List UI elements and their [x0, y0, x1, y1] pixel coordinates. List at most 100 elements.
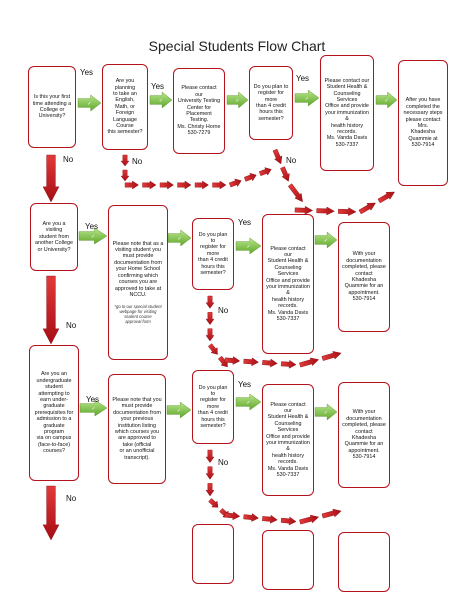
bottom-box-partial-1 [192, 524, 234, 584]
yes-arrow-29 [167, 229, 192, 247]
check-mark-icon: ✓ [159, 98, 163, 104]
yes-label-2: Yes [151, 82, 165, 91]
no-arrow-10 [120, 169, 130, 182]
no-arrow-13 [159, 180, 174, 190]
check-mark-icon: ✓ [246, 244, 250, 250]
yes-label-4: Yes [85, 222, 99, 231]
no-arrow-9 [120, 154, 130, 167]
check-mark-icon: ✓ [235, 98, 239, 104]
no-arrow-14 [177, 180, 192, 190]
page-title: Special Students Flow Chart [148, 38, 326, 54]
check-mark-icon: ✓ [384, 98, 388, 104]
yes-label-7: Yes [238, 380, 252, 389]
check-mark-icon: ✓ [177, 408, 181, 414]
no-arrow-57 [321, 508, 342, 519]
no-arrow-33 [205, 312, 215, 326]
no-arrow-20 [272, 148, 283, 165]
no-label-4: No [66, 321, 77, 330]
no-arrow-22 [287, 183, 303, 203]
yes-arrow-31 [314, 231, 338, 249]
no-arrow-11 [124, 180, 139, 190]
no-arrow-52 [224, 511, 241, 521]
note-visiting-student: Please note that as a visiting student y… [108, 205, 168, 360]
no-arrow-26 [358, 202, 376, 215]
flow-arrows: ✓ ✓ ✓ ✓ ✓ ✓ ✓ ✓ ✓ ✓ ✓ ✓ ✓ [42, 89, 398, 541]
yes-arrow-30 [235, 237, 262, 255]
no-arrow-49 [205, 483, 215, 497]
yes-label-5: Yes [238, 218, 252, 227]
no-label-3: No [286, 156, 297, 165]
check-mark-icon: ✓ [305, 96, 309, 102]
bottom-box-partial-2 [262, 530, 314, 590]
with-documentation-3: With your documentation completed, pleas… [338, 382, 390, 488]
with-documentation-2: With your documentation completed, pleas… [338, 222, 390, 332]
check-mark-icon: ✓ [324, 238, 328, 244]
no-label-7: No [218, 458, 229, 467]
yes-arrow-45 [235, 393, 262, 411]
yes-arrow-3 [226, 91, 249, 109]
question-visiting-student: Are you a visiting student from another … [30, 203, 78, 271]
no-arrow-37 [224, 356, 241, 365]
yes-arrow-2 [149, 91, 173, 109]
check-mark-icon: ✓ [246, 400, 250, 406]
no-arrow-53 [243, 513, 259, 522]
no-arrow-40 [280, 359, 297, 369]
note-undergraduate: Please note that you must provide docume… [108, 374, 166, 484]
no-arrow-19 [258, 167, 272, 176]
no-arrow-50 [208, 498, 219, 508]
no-arrow-54 [262, 514, 278, 524]
no-arrow-48 [205, 466, 215, 480]
no-arrow-16 [212, 180, 227, 190]
contact-health-services-1: Please contact our Student Health & Coun… [320, 55, 374, 171]
question-credits-2: Do you plan to register for more than 4 … [192, 218, 234, 290]
check-mark-icon: ✓ [91, 234, 95, 240]
no-arrow-24 [316, 206, 335, 216]
no-arrow-38 [243, 357, 259, 367]
no-arrow-18 [243, 172, 257, 182]
no-arrow-39 [262, 358, 278, 368]
after-completed-box: After you have completed the necessary s… [398, 60, 448, 186]
no-arrow-47 [205, 449, 215, 464]
no-label-1: No [63, 155, 74, 164]
yes-arrow-28 [78, 227, 108, 245]
no-arrow-42 [321, 351, 342, 361]
no-arrow-15 [194, 180, 209, 190]
yes-label-1: Yes [80, 68, 94, 77]
yes-label-6: Yes [86, 395, 100, 404]
no-arrow-34 [205, 328, 215, 342]
question-first-time: Is this your first time attending a Coll… [28, 66, 76, 148]
contact-health-services-3: Please contact our Student Health & Coun… [262, 384, 314, 496]
no-arrow-23 [294, 205, 314, 215]
check-mark-icon: ✓ [91, 406, 95, 412]
yes-arrow-46 [314, 403, 338, 421]
no-label-6: No [66, 494, 77, 503]
check-mark-icon: ✓ [324, 410, 328, 416]
check-mark-icon: ✓ [87, 101, 91, 107]
no-arrow-21 [280, 166, 290, 182]
question-credits-3: Do you plan to register for more than 4 … [192, 370, 234, 444]
no-arrow-27 [377, 191, 395, 204]
no-arrow-25 [338, 207, 357, 216]
no-arrow-35 [208, 343, 218, 355]
yes-arrow-1 [77, 94, 102, 112]
yes-arrow-4 [294, 89, 320, 107]
no-arrow-56 [299, 514, 320, 525]
contact-testing-center: Please contact our University Testing Ce… [173, 68, 225, 154]
no-label-5: No [218, 306, 229, 315]
no-arrow-55 [280, 516, 297, 526]
no-arrow-32 [205, 295, 215, 309]
check-mark-icon: ✓ [177, 236, 181, 242]
no-arrow-17 [228, 178, 242, 188]
no-arrow-7 [42, 275, 60, 345]
no-label-2: No [132, 157, 143, 166]
yes-arrow-5 [375, 91, 398, 109]
yes-label-3: Yes [296, 74, 310, 83]
yes-arrow-44 [166, 401, 192, 419]
question-credits-1: Do you plan to register for more than 4 … [249, 66, 293, 140]
yes-arrow-43 [79, 399, 108, 417]
contact-health-services-2: Please contact our Student Health & Coun… [262, 214, 314, 354]
no-arrow-8 [42, 485, 60, 541]
no-arrow-41 [299, 357, 320, 368]
no-arrow-12 [142, 180, 157, 190]
question-undergraduate: Are you an undergraduate student attempt… [29, 345, 79, 481]
